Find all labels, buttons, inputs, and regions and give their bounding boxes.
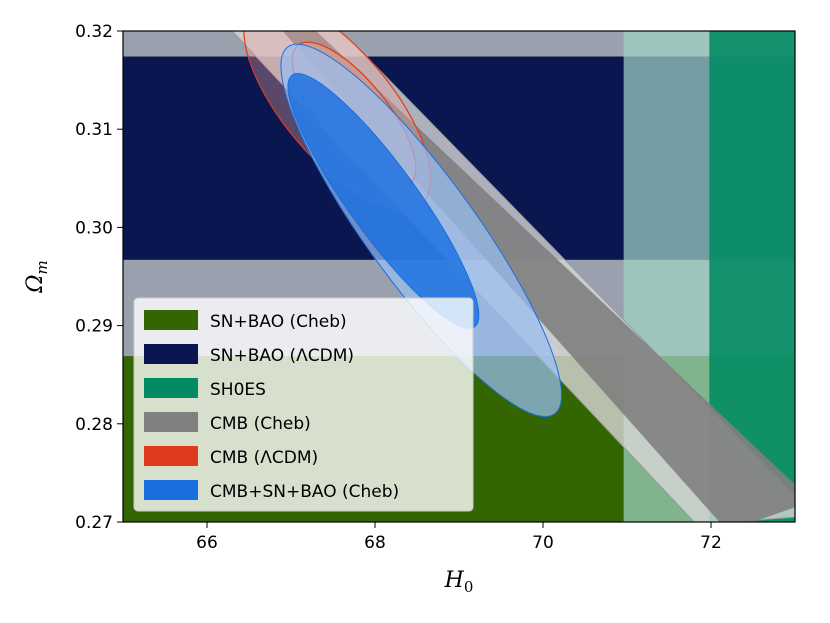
legend-box: [133, 297, 474, 512]
y-tick-label: 0.31: [75, 120, 113, 140]
legend-label: CMB (Cheb): [210, 414, 311, 434]
x-axis-label: H0: [444, 568, 474, 596]
y-tick-label: 0.30: [75, 218, 113, 238]
y-tick-label: 0.32: [75, 22, 113, 42]
legend-swatch: [144, 412, 198, 432]
legend-swatch: [144, 480, 198, 500]
plot-area: [123, 31, 795, 522]
ellipse-1-1sigma: [287, 73, 480, 329]
x-tick-label: 70: [532, 533, 554, 553]
legend-swatch: [144, 310, 198, 330]
x-tick-label: 66: [196, 533, 218, 553]
legend-swatch: [144, 446, 198, 466]
legend-swatch: [144, 344, 198, 364]
y-axis-label: Ωm: [23, 260, 51, 293]
y-tick-label: 0.29: [75, 317, 113, 337]
y-tick-label: 0.28: [75, 415, 113, 435]
legend-label: SN+BAO (Cheb): [210, 312, 347, 332]
plot-frame: [122, 30, 796, 523]
legend-label: SN+BAO (ΛCDM): [210, 346, 354, 366]
x-axis-ticks: 66 68 70 72: [196, 522, 722, 553]
legend-label: CMB (ΛCDM): [210, 448, 318, 468]
x-tick-label: 72: [700, 533, 722, 553]
legend-label: CMB+SN+BAO (Cheb): [210, 482, 399, 502]
y-tick-label: 0.27: [75, 513, 113, 533]
legend-label: SH0ES: [210, 380, 266, 400]
y-axis-ticks: 0.27 0.28 0.29 0.30 0.31 0.32: [75, 22, 123, 533]
x-tick-label: 68: [364, 533, 386, 553]
legend-swatch: [144, 378, 198, 398]
legend: SN+BAO (Cheb) SN+BAO (ΛCDM) SH0ES CMB (Cheb…: [133, 297, 474, 512]
